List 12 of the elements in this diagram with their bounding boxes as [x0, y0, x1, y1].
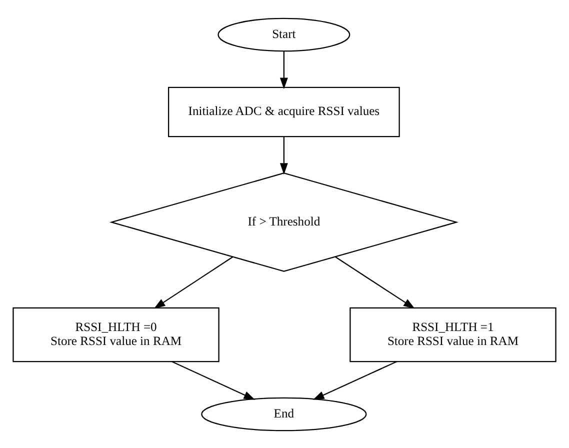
node-ellipse: Start — [218, 17, 350, 52]
arrow — [335, 256, 415, 308]
node-box: Initialize ADC & acquire RSSI values — [168, 86, 400, 137]
node-ellipse: End — [201, 396, 367, 431]
node-diamond: If > Threshold — [109, 172, 458, 272]
arrow — [280, 136, 288, 174]
node-box: RSSI_HLTH =0 Store RSSI value in RAM — [12, 306, 220, 362]
arrow — [312, 360, 397, 400]
node-box: RSSI_HLTH =1 Store RSSI value in RAM — [350, 306, 556, 362]
arrow — [280, 50, 288, 89]
arrow — [172, 360, 256, 400]
arrow — [154, 256, 233, 308]
